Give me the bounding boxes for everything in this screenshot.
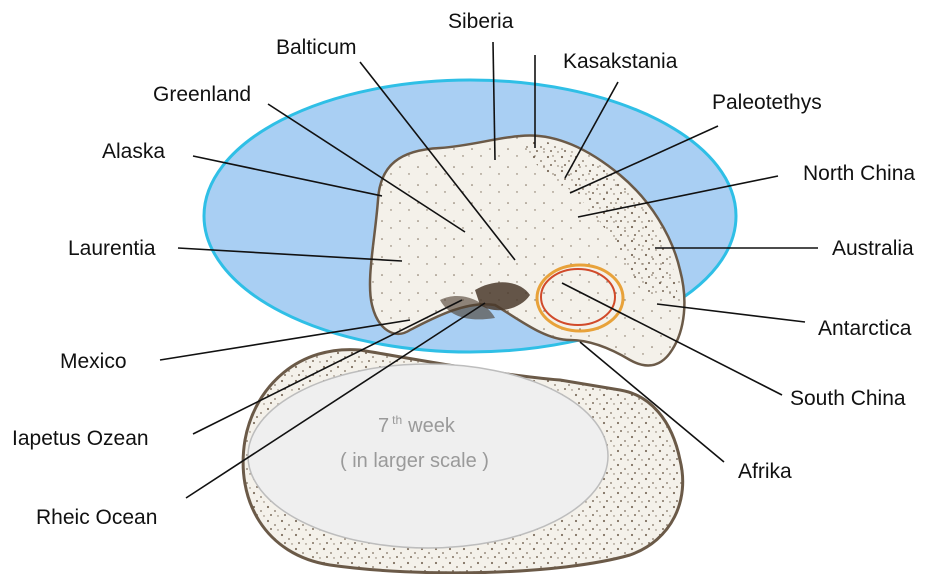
label-kasakstania: Kasakstania [563, 50, 678, 73]
label-alaska: Alaska [102, 140, 165, 163]
inset-week-number: 7 [378, 415, 389, 437]
inset-scale-note: ( in larger scale ) [340, 450, 489, 472]
label-mexico: Mexico [60, 350, 127, 373]
label-paleotethys: Paleotethys [712, 91, 822, 114]
label-afrika: Afrika [738, 460, 792, 483]
label-laurentia: Laurentia [68, 237, 156, 260]
label-balticum: Balticum [276, 36, 357, 59]
label-north-china: North China [803, 162, 915, 185]
inset-week-word: week [407, 415, 456, 437]
label-australia: Australia [832, 237, 914, 260]
label-iapetus-ozean: Iapetus Ozean [12, 427, 149, 450]
label-greenland: Greenland [153, 83, 251, 106]
label-antarctica: Antarctica [818, 317, 912, 340]
label-siberia: Siberia [448, 10, 514, 33]
label-south-china: South China [790, 387, 906, 410]
inset-week-suffix: th [392, 413, 402, 427]
label-rheic-ocean: Rheic Ocean [36, 506, 157, 529]
